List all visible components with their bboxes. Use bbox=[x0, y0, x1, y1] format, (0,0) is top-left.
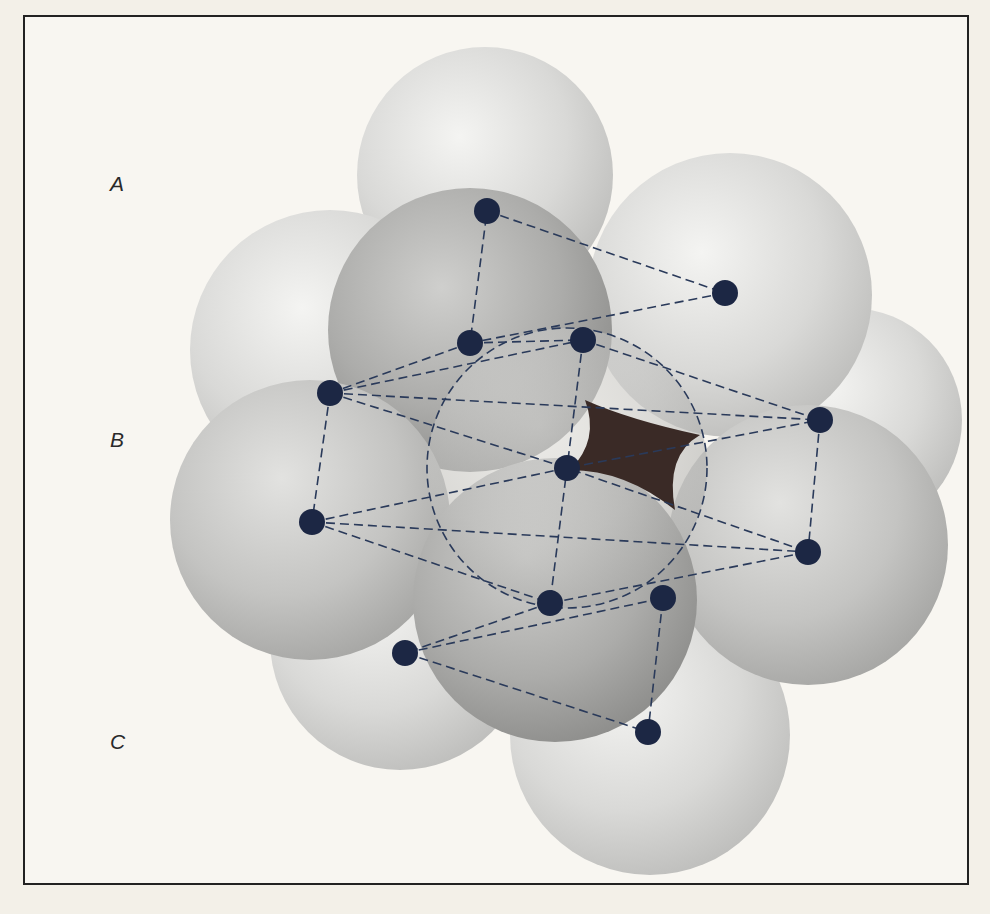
atom-dot bbox=[712, 280, 738, 306]
lattice-line bbox=[405, 598, 663, 732]
atom-dot bbox=[570, 327, 596, 353]
sphere bbox=[668, 405, 948, 685]
lattice-line bbox=[470, 211, 725, 343]
lattice-line bbox=[312, 393, 820, 552]
atom-dot bbox=[317, 380, 343, 406]
atom-dot bbox=[392, 640, 418, 666]
frame bbox=[24, 16, 968, 884]
sphere bbox=[170, 380, 450, 660]
sphere bbox=[427, 328, 707, 608]
atom-dot bbox=[635, 719, 661, 745]
lattice-line bbox=[312, 340, 820, 552]
lattice-line bbox=[330, 340, 820, 420]
atom-dot bbox=[807, 407, 833, 433]
atom-dot bbox=[554, 455, 580, 481]
atom-dot bbox=[795, 539, 821, 565]
spheres bbox=[170, 47, 962, 875]
layer-label: B bbox=[108, 426, 126, 454]
lattice-line bbox=[550, 340, 583, 603]
interstitial-hole bbox=[570, 400, 700, 510]
atom-dot bbox=[650, 585, 676, 611]
atom-dot bbox=[474, 198, 500, 224]
atom-dot bbox=[537, 590, 563, 616]
lattice-line bbox=[330, 393, 820, 420]
atom-dots bbox=[299, 198, 833, 745]
lattice-line bbox=[312, 522, 808, 603]
lattice-lines bbox=[312, 211, 820, 732]
dashed-circle bbox=[427, 328, 707, 608]
atom-dot bbox=[457, 330, 483, 356]
atom-dot bbox=[299, 509, 325, 535]
layer-label: C bbox=[108, 728, 127, 756]
layer-label: A bbox=[108, 170, 126, 198]
